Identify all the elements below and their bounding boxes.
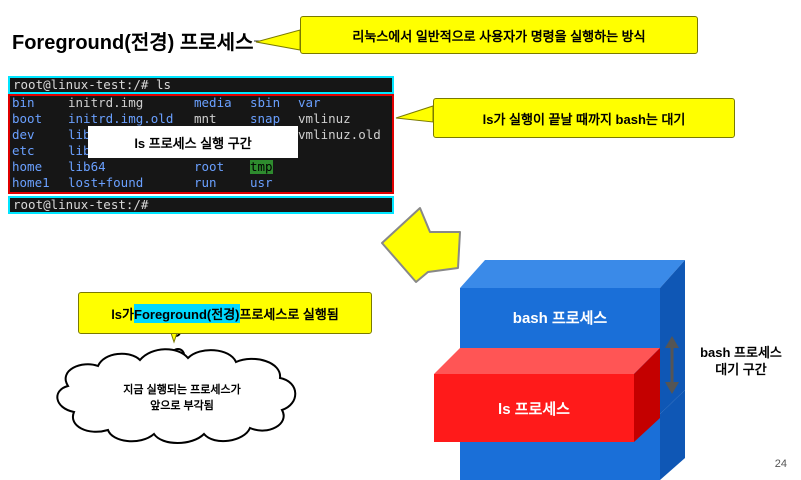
cloud-line-1: 지금 실행되는 프로세스가 [123,384,241,396]
page-title: Foreground(전경) 프로세스 [12,32,254,54]
listing-cell: run [194,175,217,190]
listing-cell: lib [68,127,91,142]
listing-cell: lost+found [68,175,144,190]
ls-process-label: ls 프로세스 [498,400,570,418]
callout-fg-suffix: 프로세스로 실행됨 [239,306,339,322]
listing-cell: boot [12,111,43,126]
down-right-arrow [381,207,461,283]
listing-cell: initrd.img.old [68,111,174,126]
listing-cell: snap [250,111,281,126]
listing-cell: var [298,95,321,110]
listing-cell: vmlinuz.old [298,127,381,142]
listing-cell: vmlinuz [298,111,351,126]
listing-cell: root [194,159,225,174]
bash-wait-line-1: bash 프로세스 [700,345,782,360]
page-number: 24 [774,458,787,470]
listing-cell: mnt [194,111,217,126]
thought-cloud [56,348,297,444]
listing-cell: tmp [250,159,273,174]
callout-foreground: ls가 Foreground(전경) 프로세스로 실행됨 [78,292,372,334]
listing-cell: usr [250,175,273,190]
listing-cell: sbin [250,95,281,110]
bash-process-label: bash 프로세스 [512,309,608,327]
callout-fg-prefix: ls가 [111,306,134,322]
terminal-prompt-ls: root@linux-test:/# ls [8,76,394,94]
callout-bash-wait: ls가 실행이 끝날 때까지 bash는 대기 [433,98,735,138]
listing-cell: home [12,159,43,174]
bash-wait-line-2: 대기 구간 [715,362,767,377]
listing-cell: home1 [12,175,50,190]
listing-cell: lib64 [68,159,106,174]
callout-description: 리눅스에서 일반적으로 사용자가 명령을 실행하는 방식 [300,16,698,54]
cloud-text: 지금 실행되는 프로세스가 앞으로 부각됨 [82,382,282,414]
callout-fg-highlight: Foreground(전경) [134,303,240,323]
listing-cell: etc [12,143,35,158]
bash-wait-interval: bash 프로세스 대기 구간 [686,344,796,378]
listing-cell: bin [12,95,35,110]
cloud-line-2: 앞으로 부각됨 [150,400,214,412]
listing-cell: dev [12,127,35,142]
ls-execution-label: ls 프로세스 실행 구간 [88,126,298,158]
listing-cell: media [194,95,232,110]
terminal-prompt-after: root@linux-test:/# [8,196,394,214]
listing-cell: initrd.img [68,95,144,110]
